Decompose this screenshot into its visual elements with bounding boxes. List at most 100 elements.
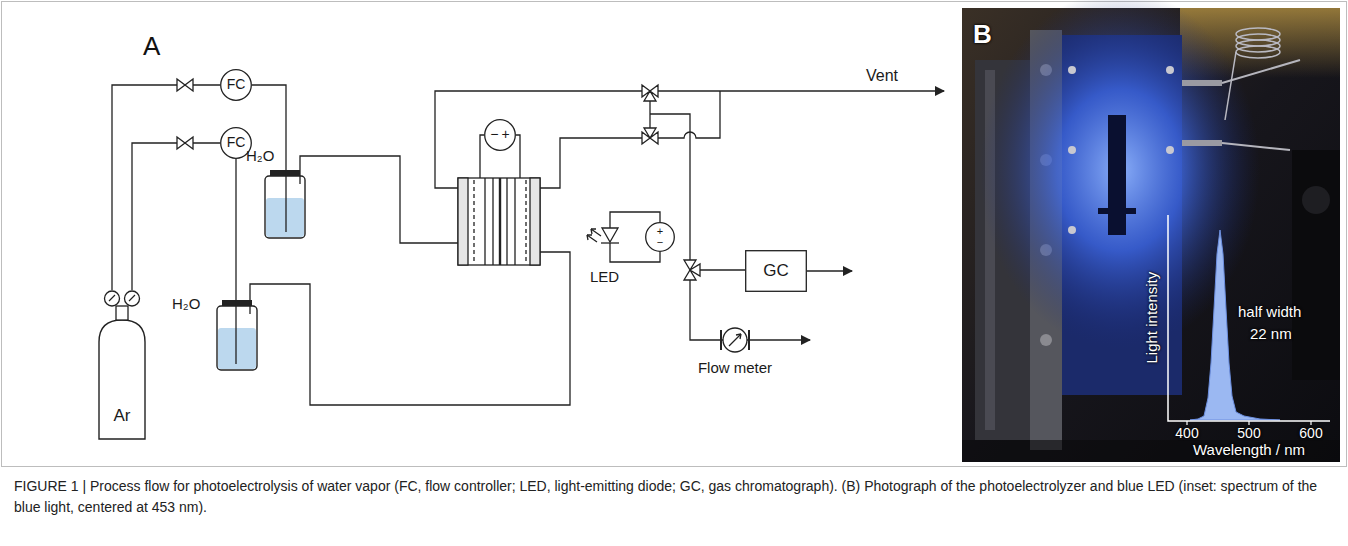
three-way-valve-part <box>684 260 700 280</box>
photograph-part <box>1068 146 1076 154</box>
spectrum-inset-part <box>1168 215 1330 421</box>
figure-caption: FIGURE 1 | Process flow for photoelectro… <box>14 476 1332 518</box>
photoelectrolyzer-part <box>458 178 468 265</box>
outlet-arrow <box>658 91 944 340</box>
gas-pipe-part <box>700 269 745 270</box>
photoelectrolyzer-part <box>516 135 520 178</box>
power-source-outline <box>484 119 516 151</box>
water <box>266 198 304 237</box>
flow-meter-label: Flow meter <box>698 359 772 376</box>
node-text: − <box>657 237 663 248</box>
circle-outline <box>646 223 675 252</box>
pipe-line <box>235 159 236 300</box>
circle-outline <box>221 70 252 101</box>
node-text: H₂O <box>172 296 200 313</box>
axis-title: Light intensity <box>1143 272 1160 364</box>
node-text: + <box>502 127 510 142</box>
led-circuit-part <box>587 229 601 242</box>
gas-pipe-part <box>540 138 642 188</box>
photograph-part <box>1166 66 1174 74</box>
photoelectrolyzer <box>458 135 540 265</box>
spectrum-inset <box>1168 215 1330 425</box>
annotation: 22 nm <box>1250 325 1292 342</box>
outlet-arrow-part <box>807 270 852 271</box>
photoelectrolyzer-part <box>530 178 540 265</box>
flow-controller: FC <box>220 69 252 101</box>
gas-pipe-part <box>435 91 642 188</box>
gas-pipe-part <box>250 252 570 405</box>
photograph-part <box>1302 186 1330 214</box>
flow-meter-part <box>723 328 747 352</box>
argon-cylinder: Ar <box>96 290 148 440</box>
three-way-valve <box>642 85 700 280</box>
gas-valve <box>177 79 193 149</box>
photoelectrolyzer-part <box>458 178 540 265</box>
photograph-part-part <box>1225 52 1236 120</box>
gas-pipe-part <box>658 91 720 138</box>
node-text: FC <box>227 135 246 150</box>
outlet-arrow-part <box>747 339 810 340</box>
photoelectrolyzer-part <box>474 180 526 263</box>
photograph-part <box>1068 66 1076 74</box>
bottle-cap <box>222 300 252 306</box>
photoelectrolyzer-part <box>480 135 484 178</box>
three-way-valve-part <box>642 128 658 144</box>
node-text: + <box>657 226 663 237</box>
water-bubbler-outline <box>214 300 260 372</box>
circle-outline <box>485 120 516 151</box>
node-text: − <box>490 127 498 142</box>
node-text: H₂O <box>246 148 274 165</box>
box-outline <box>746 251 807 292</box>
photograph-part <box>1166 146 1174 154</box>
photograph-part <box>1225 28 1280 120</box>
axis-title: Wavelength / nm <box>1193 441 1305 458</box>
photograph-part <box>1108 115 1126 235</box>
cylinder-neck <box>116 306 128 320</box>
water-bubbler-outline <box>262 170 308 240</box>
flow-meter-part <box>729 334 741 346</box>
photograph-part <box>1292 150 1340 380</box>
gas-valve-part <box>177 79 193 91</box>
photograph-part <box>1040 334 1052 346</box>
outlet-arrow-part <box>658 90 944 91</box>
tick-label: 400 <box>1175 425 1198 441</box>
photograph-part <box>962 440 1340 462</box>
three-way-valve-part <box>642 85 658 101</box>
node-text: GC <box>763 262 789 281</box>
panel-letter: A <box>143 32 160 62</box>
photoelectrolyzer-part <box>499 178 501 265</box>
gas-chromatograph: GC <box>745 250 807 292</box>
photograph <box>962 0 1340 462</box>
flow-meter-part <box>736 334 741 339</box>
bottle-cap <box>270 170 300 176</box>
node-text: FC <box>227 77 246 92</box>
tick-label: 500 <box>1237 425 1260 441</box>
photograph-part <box>1068 226 1076 234</box>
outlet-tube <box>249 300 250 314</box>
water <box>218 328 256 369</box>
photograph-part <box>1182 80 1222 86</box>
power-source: −+ <box>484 119 516 151</box>
gas-pipe <box>250 91 745 405</box>
bottle-body <box>217 306 257 370</box>
gas-pipe-part <box>300 156 458 243</box>
outlet-tube <box>299 170 300 184</box>
inlet-tube <box>235 300 236 364</box>
photograph-part-part <box>1236 46 1280 58</box>
photoelectrolyzer-part <box>485 178 515 265</box>
led-power-source: +− <box>645 222 675 252</box>
photograph-part <box>1222 60 1300 150</box>
led-circuit-part <box>602 228 618 242</box>
photograph-part <box>1098 208 1136 214</box>
tick-label: 600 <box>1299 425 1322 441</box>
water-bubbler: H₂O <box>262 170 308 240</box>
gauge-needle <box>109 295 135 301</box>
node-text: Ar <box>96 407 148 426</box>
annotation: half width <box>1238 303 1301 320</box>
gas-valve-part <box>177 137 193 149</box>
panel-letter: B <box>973 20 992 50</box>
pipe-line <box>132 143 220 290</box>
inlet-tube <box>285 170 286 232</box>
led-label: LED <box>590 268 619 285</box>
